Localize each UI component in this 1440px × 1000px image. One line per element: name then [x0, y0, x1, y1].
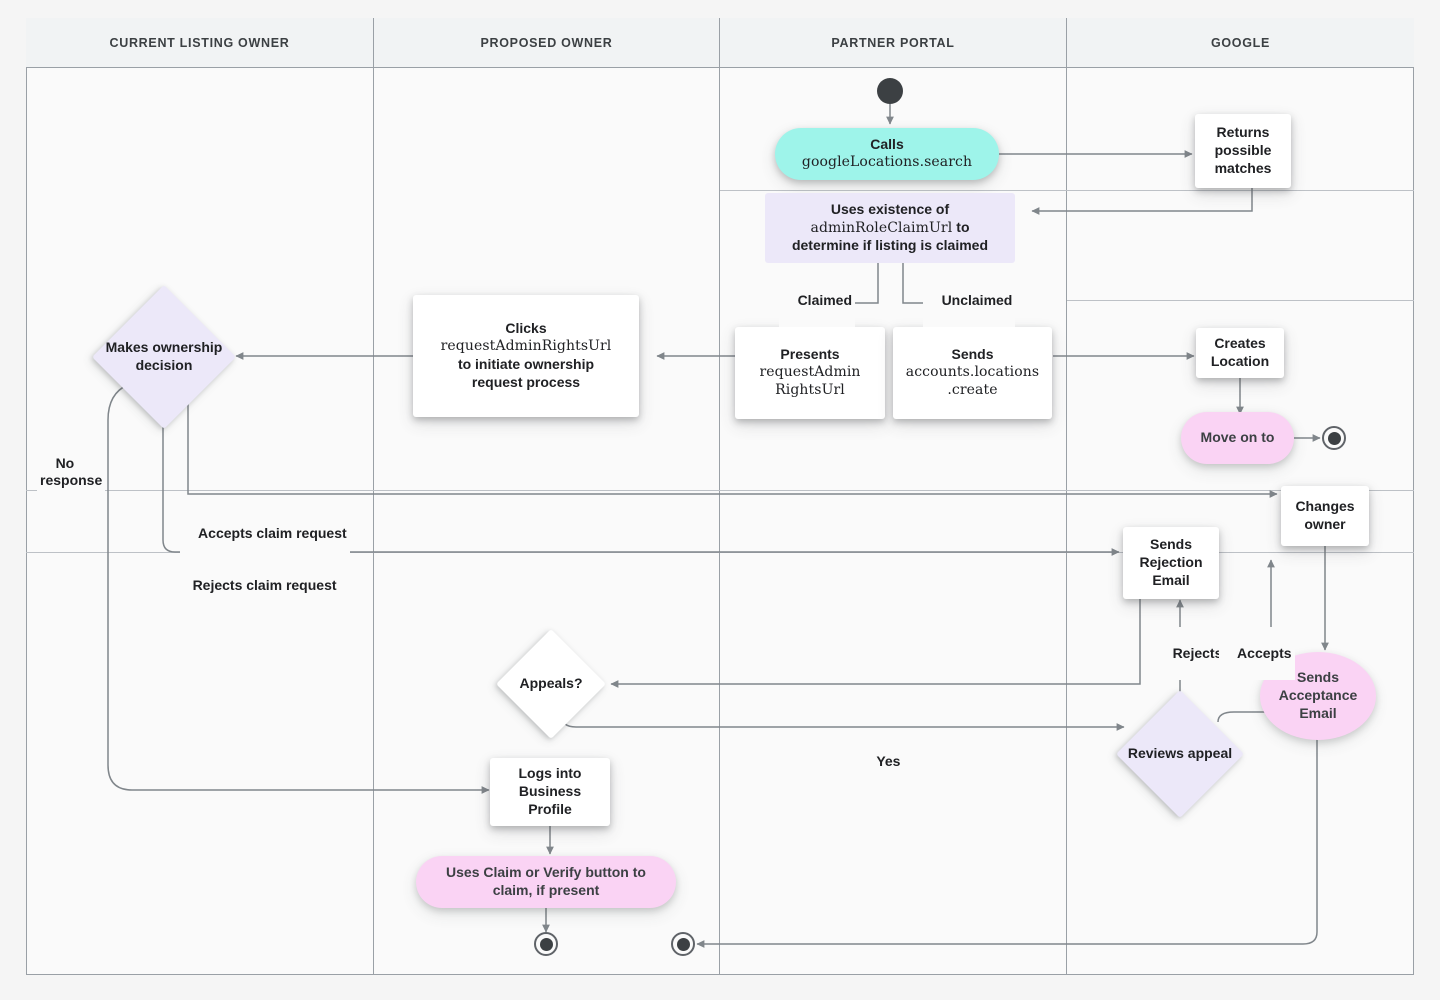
node-label: Uses Claim or Verify button to claim, if…	[446, 864, 646, 898]
node-line-3: .create	[947, 381, 998, 398]
edge-label-unclaimed: Unclaimed	[923, 274, 1016, 327]
node-line-4: determine if listing is claimed	[791, 237, 989, 254]
edge-label-text: Rejects claim request	[192, 576, 337, 593]
edge-label-rejects-claim-request: Rejects claim request	[174, 559, 340, 612]
node-line-1: Clicks	[505, 320, 547, 337]
lane-header-label: PARTNER PORTAL	[831, 35, 955, 50]
node-sends-rejection-email[interactable]: Sends Rejection Email	[1123, 527, 1219, 599]
edge-label-accepts-claim-request: Accepts claim request	[180, 507, 350, 560]
row-divider-2	[1067, 300, 1414, 301]
node-line-2: requestAdmin	[759, 364, 861, 381]
lane-header-partner-portal: PARTNER PORTAL	[720, 18, 1067, 68]
node-line-2: accounts.locations	[905, 364, 1040, 381]
lane-column-proposed-owner	[374, 68, 720, 975]
edge-label-text: Unclaimed	[941, 291, 1013, 308]
node-sends-accounts-locations-create[interactable]: Sends accounts.locations .create	[893, 327, 1052, 419]
node-move-on-to[interactable]: Move on to	[1181, 412, 1294, 464]
node-label: Appeals?	[519, 675, 583, 692]
row-divider-1	[720, 190, 1414, 191]
edge-label-text: No response	[40, 454, 103, 489]
end-terminal-partner-portal	[671, 932, 695, 956]
node-clicks-request-admin-rights-url[interactable]: Clicks requestAdminRightsUrl to initiate…	[413, 295, 639, 417]
node-calls-google-locations-search[interactable]: Calls googleLocations.search	[775, 128, 999, 180]
node-label: Sends Rejection Email	[1139, 536, 1203, 588]
node-line-1: Presents	[780, 346, 840, 363]
node-label: Reviews appeal	[1127, 745, 1233, 762]
node-label: Logs into Business Profile	[518, 765, 582, 817]
lane-header-label: PROPOSED OWNER	[480, 35, 613, 50]
row-divider-3	[26, 490, 1414, 491]
node-reviews-appeal-decision[interactable]: Reviews appeal	[1116, 690, 1244, 818]
edge-label-yes: Yes	[858, 735, 904, 788]
node-label: Makes ownership decision	[105, 339, 223, 373]
node-label: Creates Location	[1210, 335, 1270, 369]
node-creates-location[interactable]: Creates Location	[1196, 328, 1284, 378]
edge-label-claimed: Claimed	[779, 274, 856, 327]
node-label: Sends Acceptance Email	[1278, 669, 1358, 721]
end-terminal-google	[1322, 426, 1346, 450]
lane-header-current-listing-owner: CURRENT LISTING OWNER	[26, 18, 374, 68]
node-line-2: requestAdminRightsUrl	[440, 338, 612, 355]
node-line-3: to initiate ownership	[457, 356, 595, 372]
node-line-1: Calls	[870, 136, 904, 153]
node-line-3: to	[956, 218, 970, 235]
start-terminal	[877, 78, 903, 104]
node-line-3: RightsUrl	[775, 381, 845, 398]
node-label: Move on to	[1200, 429, 1275, 446]
edge-label-text: Claimed	[797, 291, 853, 308]
node-appeals-decision[interactable]: Appeals?	[496, 629, 606, 739]
node-presents-request-admin-rights-url[interactable]: Presents requestAdmin RightsUrl	[735, 327, 885, 419]
node-uses-claim-or-verify-button[interactable]: Uses Claim or Verify button to claim, if…	[416, 856, 676, 908]
lane-header-label: CURRENT LISTING OWNER	[109, 35, 290, 50]
edge-label-text: Accepts	[1237, 644, 1292, 661]
node-code-admin-role-claim-url: adminRoleClaimUrl	[810, 219, 953, 236]
lane-header-google: GOOGLE	[1067, 18, 1414, 68]
node-line-1: Sends	[951, 346, 994, 363]
node-line-4: request process	[471, 373, 581, 390]
edge-label-no-response: No response	[37, 437, 106, 507]
node-line-1: Uses existence of	[830, 200, 950, 217]
edge-label-text: Accepts claim request	[198, 524, 347, 541]
edge-label-text: Yes	[876, 752, 901, 769]
node-changes-owner[interactable]: Changes owner	[1281, 486, 1369, 546]
node-line-2: googleLocations.search	[801, 154, 973, 170]
lane-header-proposed-owner: PROPOSED OWNER	[374, 18, 720, 68]
node-logs-into-business-profile[interactable]: Logs into Business Profile	[490, 758, 610, 826]
node-makes-ownership-decision[interactable]: Makes ownership decision	[92, 285, 236, 429]
end-terminal-proposed-owner	[534, 932, 558, 956]
edge-label-rejects: Rejects	[1154, 627, 1226, 680]
lane-header-label: GOOGLE	[1210, 35, 1271, 50]
node-label: Returns possible matches	[1214, 124, 1272, 176]
node-returns-possible-matches[interactable]: Returns possible matches	[1195, 114, 1291, 188]
node-label: Changes owner	[1295, 498, 1355, 532]
edge-label-text: Rejects	[1172, 644, 1223, 661]
edge-label-accepts: Accepts	[1219, 627, 1295, 680]
